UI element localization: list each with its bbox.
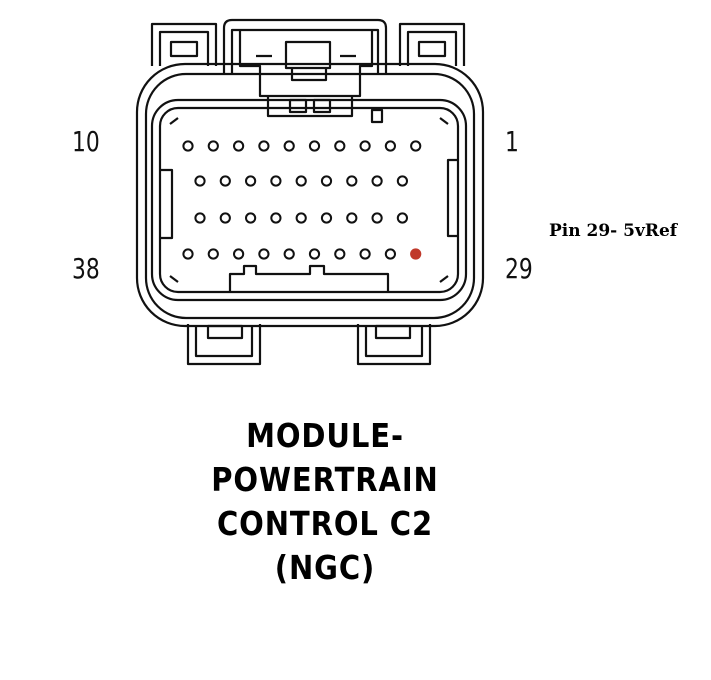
connector-cavity bbox=[158, 106, 460, 294]
pin-cavity bbox=[258, 140, 270, 152]
title-line-3: CONTROL C2 bbox=[216, 504, 434, 543]
pin-cavity bbox=[219, 175, 231, 187]
left-corner-notch bbox=[169, 117, 179, 283]
pin-grid bbox=[182, 140, 422, 260]
pin-note: Pin 29- 5vRef bbox=[549, 221, 678, 241]
title-line-1: MODULE- bbox=[246, 416, 404, 455]
pin-cavity bbox=[207, 248, 219, 260]
title-line-2: POWERTRAIN bbox=[211, 460, 439, 499]
pin-cavity bbox=[245, 175, 257, 187]
pin-cavity bbox=[182, 140, 194, 152]
pin-cavity bbox=[283, 140, 295, 152]
pin-cavity bbox=[295, 212, 307, 224]
pin-cavity bbox=[396, 175, 408, 187]
pin-cavity bbox=[346, 212, 358, 224]
pin-29-highlighted bbox=[410, 248, 422, 260]
pin-cavity bbox=[283, 248, 295, 260]
pin-cavity bbox=[396, 212, 408, 224]
pin-cavity bbox=[320, 212, 333, 224]
pin-cavity bbox=[359, 248, 371, 260]
pin-cavity bbox=[258, 248, 270, 260]
pin-label-29: 29 bbox=[505, 252, 533, 285]
pin-cavity bbox=[320, 175, 333, 187]
pin-cavity bbox=[371, 175, 383, 187]
pin-cavity bbox=[384, 140, 396, 152]
pin-cavity bbox=[270, 175, 282, 187]
pin-cavity bbox=[233, 248, 245, 260]
connector-cavity-border bbox=[150, 98, 468, 302]
pin-cavity bbox=[384, 248, 396, 260]
bottom-right-latch bbox=[356, 324, 432, 366]
pin-cavity bbox=[334, 140, 346, 152]
pin-cavity bbox=[295, 175, 307, 187]
pin-label-10: 10 bbox=[72, 125, 100, 158]
pin-cavity bbox=[308, 248, 321, 260]
right-key-rib bbox=[446, 158, 458, 238]
pin-cavity bbox=[359, 140, 371, 152]
pin-cavity bbox=[371, 212, 383, 224]
pin-cavity bbox=[207, 140, 219, 152]
diagram-title: MODULE- POWERTRAIN CONTROL C2 (NGC) bbox=[150, 414, 500, 590]
pin-cavity bbox=[410, 140, 422, 152]
pin-cavity bbox=[182, 248, 194, 260]
pin-cavity bbox=[270, 212, 282, 224]
pin-cavity bbox=[245, 212, 257, 224]
top-right-latch bbox=[398, 22, 466, 66]
center-lock-tab bbox=[222, 18, 388, 124]
pin-cavity bbox=[346, 175, 358, 187]
pin-cavity bbox=[194, 212, 206, 224]
title-line-4: (NGC) bbox=[274, 548, 376, 587]
pin-cavity bbox=[334, 248, 346, 260]
right-corner-notch bbox=[439, 117, 449, 283]
connector-outer-shell bbox=[135, 62, 485, 328]
left-key-rib bbox=[160, 168, 174, 240]
pin-cavity bbox=[219, 212, 231, 224]
bottom-left-latch bbox=[186, 324, 262, 366]
connector-inner-shell bbox=[144, 72, 476, 320]
top-left-latch bbox=[150, 22, 218, 66]
pin-label-38: 38 bbox=[72, 252, 100, 285]
pin-label-1: 1 bbox=[505, 125, 519, 158]
pin-cavity bbox=[308, 140, 321, 152]
bottom-web bbox=[228, 264, 390, 292]
pin-cavity bbox=[233, 140, 245, 152]
pin-cavity bbox=[194, 175, 206, 187]
